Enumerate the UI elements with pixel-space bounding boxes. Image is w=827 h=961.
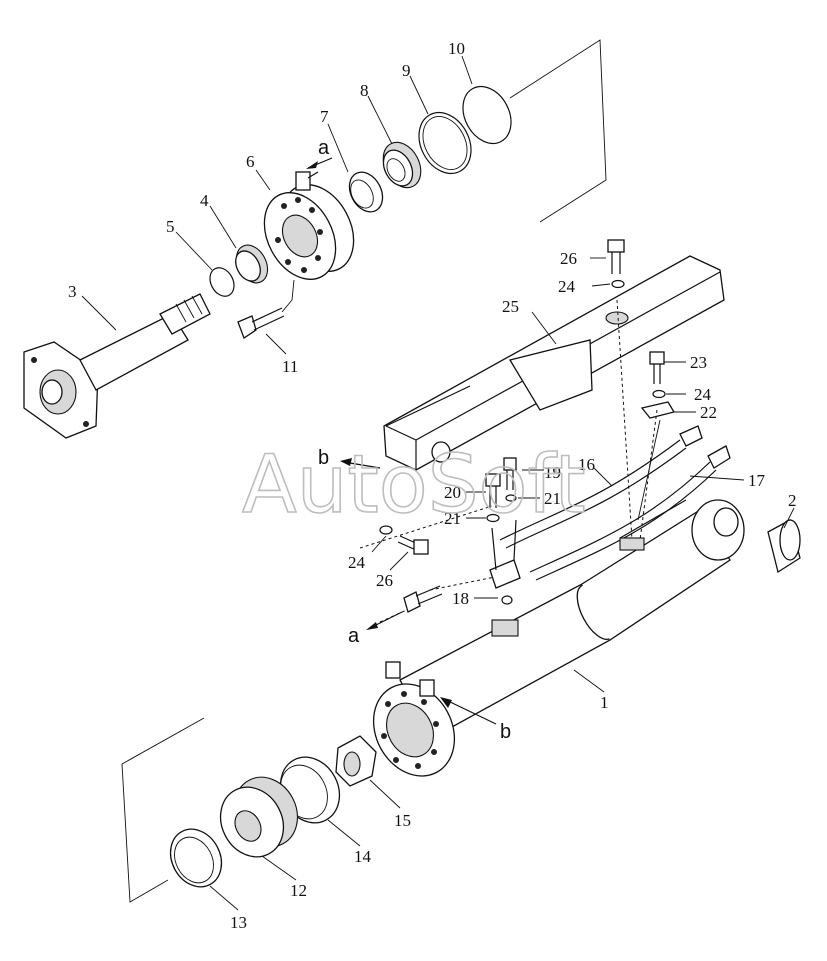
part-4-bearing xyxy=(235,244,269,284)
part-24-washer-right xyxy=(652,389,666,399)
ref-b-lower: b xyxy=(500,721,511,743)
grease-fitting xyxy=(403,585,443,613)
part-10-o-ring xyxy=(462,85,512,145)
label-26-left: 26 xyxy=(376,571,393,590)
label-21-left: 21 xyxy=(444,509,461,528)
lower-frame-line xyxy=(121,717,205,903)
label-3: 3 xyxy=(68,282,77,301)
part-26-bolt-upper xyxy=(607,239,625,274)
assembly-line-lower xyxy=(429,575,501,591)
label-6: 6 xyxy=(246,152,255,171)
part-13-seal xyxy=(169,828,223,888)
part-5-snap-ring xyxy=(209,267,235,297)
part-25-guard-frame xyxy=(383,255,725,471)
assembly-line-left xyxy=(359,505,493,549)
label-26-upper: 26 xyxy=(560,249,577,268)
label-22: 22 xyxy=(700,403,717,422)
ref-a-lower: a xyxy=(348,625,360,647)
label-10: 10 xyxy=(448,39,465,58)
label-12: 12 xyxy=(290,881,307,900)
part-23-bolt xyxy=(649,351,665,384)
label-17: 17 xyxy=(748,471,766,490)
part-6-flange-housing xyxy=(263,171,355,280)
part-20-bolt xyxy=(485,473,501,508)
part-21-washer-b xyxy=(486,513,500,523)
reference-letters: a a b b xyxy=(318,137,511,743)
reference-arrow-a-lower xyxy=(366,611,403,630)
part-22-clamp xyxy=(640,401,676,419)
part-number-labels: 1 2 3 4 5 6 7 8 9 10 11 12 13 14 15 16 1… xyxy=(68,39,797,932)
part-15-nut xyxy=(335,735,377,787)
label-14: 14 xyxy=(354,847,372,866)
label-24-right: 24 xyxy=(694,385,712,404)
part-22-leader-frame xyxy=(637,419,661,521)
label-19: 19 xyxy=(544,463,561,482)
part-9-ring xyxy=(418,111,472,175)
label-16: 16 xyxy=(578,455,595,474)
part-19-bolt xyxy=(503,457,517,490)
label-18: 18 xyxy=(452,589,469,608)
ref-a-top: a xyxy=(318,137,330,159)
label-24-left: 24 xyxy=(348,553,366,572)
label-4: 4 xyxy=(200,191,209,210)
reference-arrow-b-upper xyxy=(340,458,381,469)
label-21-right: 21 xyxy=(544,489,561,508)
label-25: 25 xyxy=(502,297,519,316)
label-9: 9 xyxy=(402,61,411,80)
part-7-bushing xyxy=(348,171,384,213)
part-26-bolt-left xyxy=(397,535,429,555)
part-11-bolt xyxy=(237,279,295,339)
part-12-piston xyxy=(219,776,298,858)
part-17-hose xyxy=(529,445,731,581)
watermark-text: AutoSoft xyxy=(242,438,586,531)
assembly-line-upper xyxy=(616,299,633,541)
part-24-washer-upper xyxy=(611,279,625,289)
part-1-cylinder xyxy=(399,499,745,739)
ref-b-upper: b xyxy=(318,447,329,469)
label-1: 1 xyxy=(600,693,609,712)
assembly-line-right xyxy=(639,409,658,541)
leader-lines xyxy=(81,55,795,911)
reference-arrow-a-top xyxy=(306,157,333,169)
label-8: 8 xyxy=(360,81,369,100)
label-24-upper: 24 xyxy=(558,277,576,296)
label-20: 20 xyxy=(444,483,461,502)
part-18-o-ring xyxy=(501,595,513,605)
label-23: 23 xyxy=(690,353,707,372)
cylinder-end-cover xyxy=(372,661,456,777)
label-2: 2 xyxy=(788,491,797,510)
upper-frame-line xyxy=(509,39,607,223)
hose-clamp-block xyxy=(489,519,521,589)
part-21-washer-a xyxy=(505,494,517,502)
label-7: 7 xyxy=(320,107,329,126)
part-3-pivot-shaft xyxy=(23,293,211,439)
part-8-bearing xyxy=(382,141,422,189)
label-15: 15 xyxy=(394,811,411,830)
part-24-washer-left xyxy=(379,525,393,535)
part-16-hose xyxy=(499,425,703,549)
label-13: 13 xyxy=(230,913,247,932)
label-11: 11 xyxy=(282,357,298,376)
part-2-bushing xyxy=(767,519,801,574)
label-5: 5 xyxy=(166,217,175,236)
reference-arrow-b-bottom xyxy=(440,697,497,725)
